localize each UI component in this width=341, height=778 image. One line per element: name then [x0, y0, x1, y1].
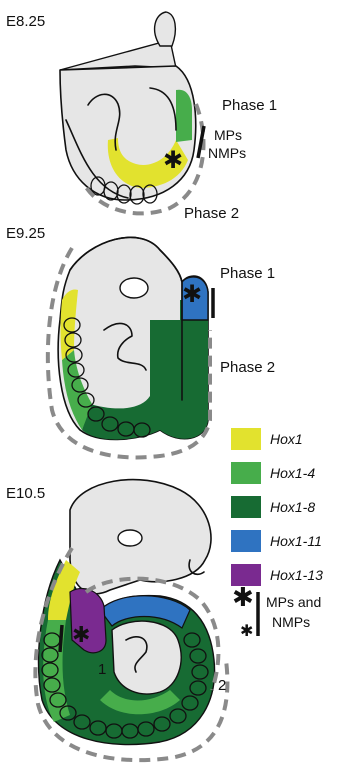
legend-item-hox1-11: Hox1-11: [231, 530, 322, 552]
phase2-label-e925: Phase 2: [220, 359, 275, 376]
legend-swatch-hox1: [231, 428, 261, 450]
phase1-label-e825: Phase 1: [222, 97, 277, 114]
legend-item-hox1-4: Hox1-4: [231, 462, 315, 484]
embryo-e925: E9.25 ✱ Phase 1: [6, 225, 275, 457]
embryo-e105: E10.5: [6, 480, 227, 761]
legend-swatch-hox1-11: [231, 530, 261, 552]
stage-label-e105: E10.5: [6, 485, 45, 502]
cavity-e105: [112, 621, 181, 694]
legend-label-hox1-8: Hox1-8: [270, 499, 315, 515]
legend-label-hox1: Hox1: [270, 431, 303, 447]
nmp-label-e825: NMPs: [208, 145, 246, 161]
legend: Hox1 Hox1-4 Hox1-8 Hox1-11 Hox1-13 ✱ ✱ M…: [231, 428, 323, 640]
legend-swatch-hox1-4: [231, 462, 261, 484]
asterisk-large-icon: ✱: [232, 582, 254, 612]
legend-mp-label: MPs and: [266, 594, 321, 610]
legend-item-hox1: Hox1: [231, 428, 303, 450]
phase2-label-e105: 2: [218, 677, 226, 694]
hox1-4-domain-e825: [176, 90, 192, 142]
allantois: [155, 12, 176, 46]
legend-nmp-label: NMPs: [272, 614, 310, 630]
asterisk-small-icon: ✱: [240, 623, 253, 640]
stage-label-e825: E8.25: [6, 13, 45, 30]
legend-item-hox1-8: Hox1-8: [231, 496, 315, 518]
stage-label-e925: E9.25: [6, 225, 45, 242]
eye-e105: [118, 530, 142, 546]
asterisk-icon: ✱: [163, 147, 183, 174]
embryo-e825: E8.25 ✱ Phase 1 MPs NMPs Phase: [6, 12, 277, 222]
legend-label-hox1-13: Hox1-13: [270, 567, 323, 583]
asterisk-icon: ✱: [182, 281, 202, 308]
mp-label-e825: MPs: [214, 127, 242, 143]
phase1-label-e925: Phase 1: [220, 265, 275, 282]
legend-label-hox1-4: Hox1-4: [270, 465, 315, 481]
legend-swatch-hox1-8: [231, 496, 261, 518]
mp-bar-e105: [60, 625, 62, 652]
phase1-label-e105: 1: [98, 661, 106, 678]
eye-e925: [120, 278, 148, 298]
phase2-label-e825: Phase 2: [184, 205, 239, 222]
legend-item-mps: ✱ ✱ MPs and NMPs: [232, 582, 321, 640]
asterisk-icon: ✱: [72, 622, 90, 647]
legend-label-hox1-11: Hox1-11: [270, 533, 322, 549]
